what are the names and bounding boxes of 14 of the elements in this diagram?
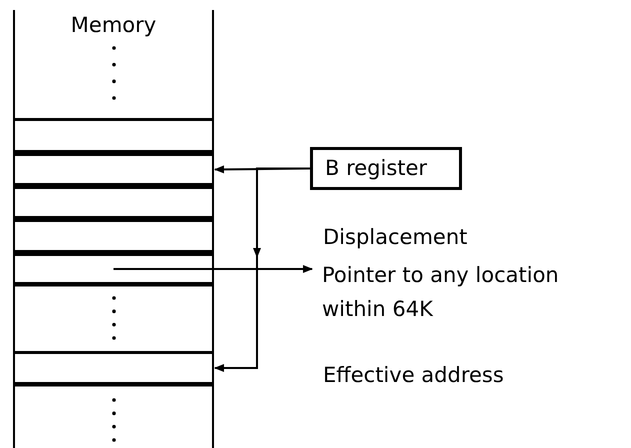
memory-cell bbox=[15, 219, 212, 253]
register-box: B register bbox=[310, 147, 462, 190]
memory-cell bbox=[15, 153, 212, 186]
memory-column bbox=[13, 10, 214, 448]
arrow bbox=[114, 265, 313, 273]
memory-cell bbox=[15, 186, 212, 219]
arrow bbox=[214, 168, 310, 372]
text-label: Effective address bbox=[323, 362, 504, 389]
memory-cell bbox=[15, 351, 212, 385]
memory-cell bbox=[15, 253, 212, 285]
pointer-text: Pointer to any location within 64K bbox=[322, 258, 622, 330]
column-heading: Memory bbox=[70, 12, 158, 39]
memory-cell bbox=[15, 118, 212, 153]
text-label: Displacement bbox=[323, 224, 468, 251]
